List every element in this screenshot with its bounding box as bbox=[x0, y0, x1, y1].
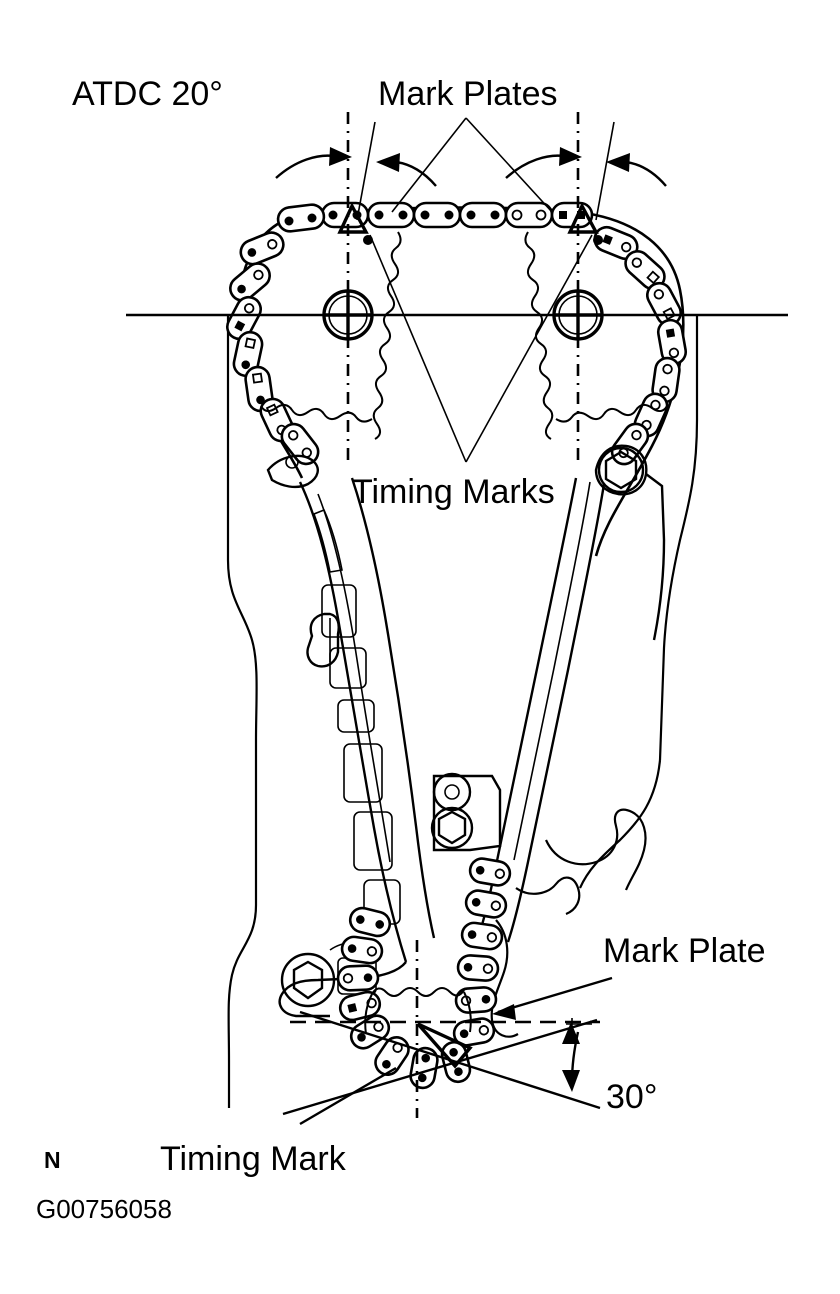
leader-mark-plates bbox=[356, 117, 615, 221]
engine-case-right-outline bbox=[578, 316, 699, 889]
chain-links-right-arc bbox=[593, 225, 688, 466]
timing-mark-label: Timing Mark bbox=[160, 1140, 347, 1178]
atdc-label: ATDC 20° bbox=[72, 75, 223, 113]
rotation-arrow-3 bbox=[505, 147, 582, 179]
chain-links-left-arc bbox=[226, 231, 320, 466]
mark-plate-label: Mark Plate bbox=[603, 932, 766, 970]
rotation-arrow-2 bbox=[376, 153, 437, 187]
rotation-arrow-1 bbox=[275, 147, 352, 179]
mark-plates-label: Mark Plates bbox=[378, 75, 558, 113]
chain-links-top-run bbox=[276, 201, 594, 233]
rotation-arrow-4 bbox=[606, 153, 667, 187]
angle-dimension-30 bbox=[562, 1018, 592, 1092]
leader-mark-plate bbox=[492, 976, 613, 1020]
angle-30-label: 30° bbox=[606, 1078, 657, 1116]
mark-plate-point-right bbox=[567, 202, 603, 245]
camshaft-sprocket-left-teeth bbox=[260, 231, 402, 440]
leader-timing-marks bbox=[369, 234, 593, 463]
crank-angle-lines bbox=[282, 1010, 601, 1116]
crankshaft-sprocket bbox=[364, 987, 472, 1035]
chain-tensioner-arm bbox=[430, 444, 666, 943]
leader-timing-mark bbox=[299, 1066, 397, 1126]
engine-case-left-outline bbox=[226, 316, 258, 1108]
annotation-layer: ATDC 20° Mark Plates Timing Marks Mark P… bbox=[36, 75, 766, 1224]
chain-guide-left bbox=[266, 454, 436, 963]
timing-marks-label: Timing Marks bbox=[352, 473, 555, 511]
camshaft-sprocket-right-hub bbox=[552, 289, 604, 341]
camshaft-sprocket-left-hub bbox=[322, 289, 374, 341]
figure-id-code: G00756058 bbox=[36, 1194, 172, 1224]
note-letter: N bbox=[44, 1147, 61, 1173]
